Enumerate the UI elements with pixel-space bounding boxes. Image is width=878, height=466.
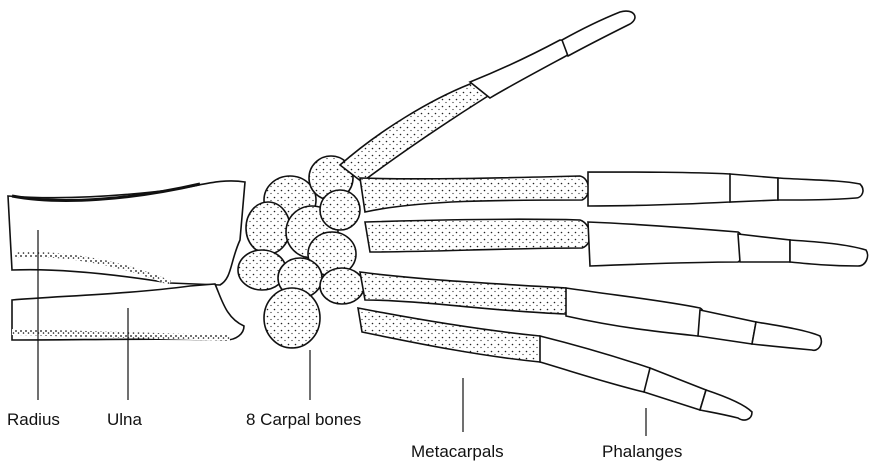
carpal-bones (238, 156, 364, 348)
carpals-label: 8 Carpal bones (246, 410, 361, 430)
radius-bone (8, 181, 245, 285)
metacarpals-label: Metacarpals (411, 442, 504, 462)
phalanges-label: Phalanges (602, 442, 682, 462)
metacarpal-bones (340, 82, 590, 362)
radius-label: Radius (7, 410, 60, 430)
ulna-label: Ulna (107, 410, 142, 430)
